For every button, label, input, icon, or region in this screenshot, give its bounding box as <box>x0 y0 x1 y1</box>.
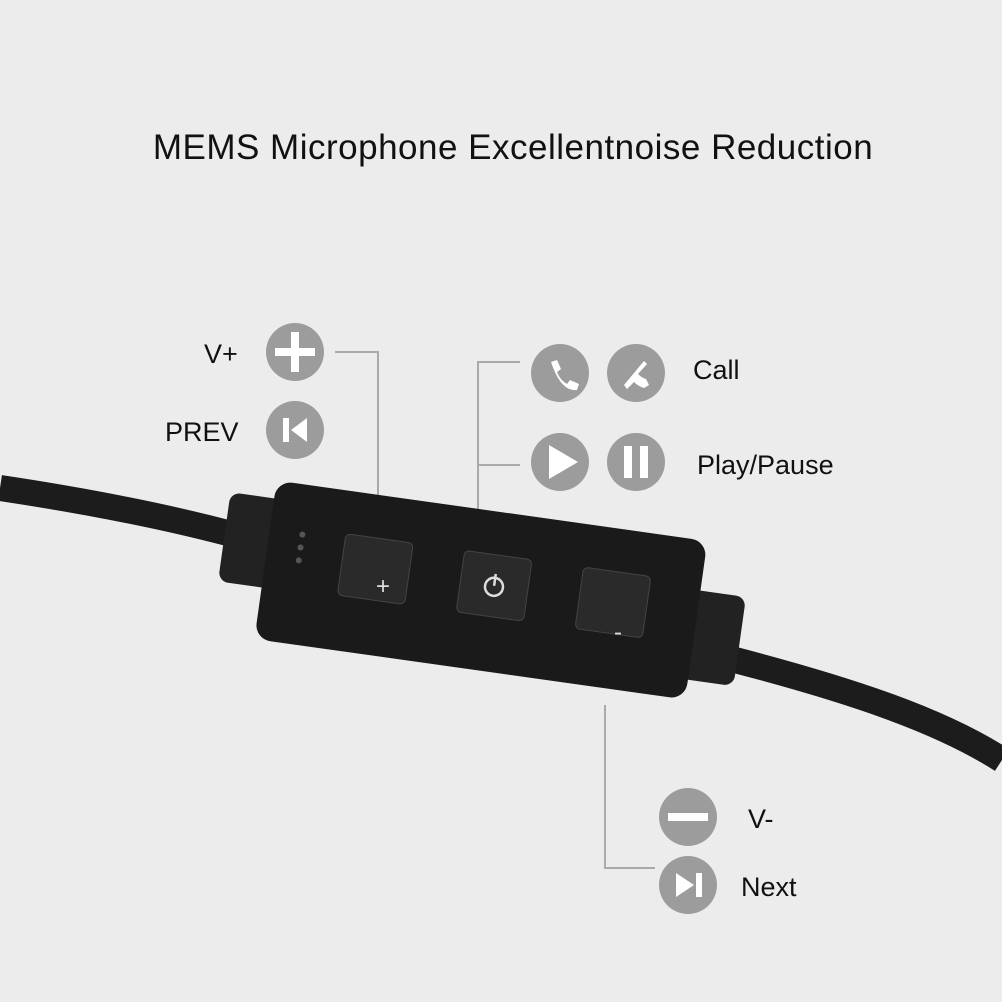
remote-control <box>219 482 745 698</box>
label-volume-up: V+ <box>204 339 238 369</box>
pause-icon <box>607 433 665 491</box>
cable-left <box>0 475 239 548</box>
label-call: Call <box>693 355 740 385</box>
remote-plus-label: + <box>376 573 390 600</box>
label-play-pause: Play/Pause <box>697 450 834 480</box>
label-next: Next <box>741 872 797 902</box>
page-title: MEMS Microphone Excellentnoise Reduction <box>152 128 874 167</box>
callout-line-left <box>335 351 379 515</box>
cable-right <box>731 647 1002 771</box>
callout-line-center <box>477 361 520 538</box>
remote-plus-button <box>337 533 414 605</box>
call-answer-icon <box>531 344 589 402</box>
callout-lines <box>335 351 655 869</box>
callout-line-bottom <box>604 705 655 869</box>
remote-minus-button <box>575 567 651 638</box>
label-volume-down: V- <box>748 804 774 834</box>
label-prev: PREV <box>165 417 239 447</box>
remote-minus-label: - <box>614 619 622 646</box>
